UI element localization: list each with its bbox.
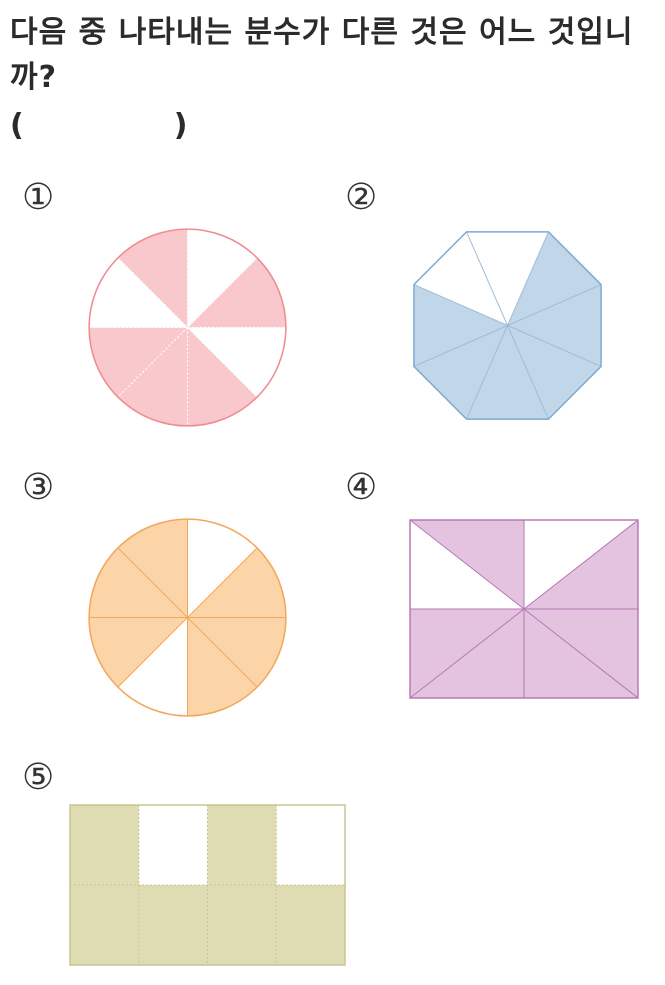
- choice-3-piece-5: [187, 617, 258, 716]
- choice-3-figure[interactable]: [85, 515, 290, 720]
- choice-2-piece-6: [413, 325, 508, 420]
- choice-2-piece-4: [507, 325, 602, 420]
- answer-blank[interactable]: (): [10, 108, 187, 143]
- choice-1-piece-2: [89, 257, 188, 328]
- choice-5-figure[interactable]: [69, 804, 346, 966]
- choice-2-label: ②: [345, 177, 378, 218]
- choice-3-piece-4: [117, 617, 188, 716]
- choice-1-piece-8: [187, 229, 258, 328]
- choice-3-piece-6: [187, 617, 286, 688]
- choice-1-piece-6: [187, 327, 286, 398]
- choice-1-piece-3: [89, 327, 188, 398]
- choice-1-label: ①: [22, 177, 55, 218]
- choice-2-piece-1: [466, 231, 549, 326]
- answer-close-paren: ): [173, 108, 188, 143]
- choice-2-figure[interactable]: [410, 228, 605, 423]
- choice-3-piece-8: [187, 519, 258, 618]
- choice-4-shape: [409, 519, 639, 699]
- choice-2-piece-5: [466, 325, 549, 420]
- choice-4-figure[interactable]: [409, 519, 639, 699]
- choice-2-piece-7: [413, 284, 508, 367]
- choice-2-piece-8: [413, 231, 508, 326]
- choice-5-blank-cell-1: [138, 805, 208, 885]
- choice-3-piece-1: [117, 519, 188, 618]
- choice-5-shape: [69, 804, 346, 966]
- choice-2-shape: [413, 231, 602, 420]
- choice-3-piece-2: [89, 547, 188, 618]
- choice-5-label: ⑤: [22, 757, 55, 798]
- choice-3-shape: [88, 518, 287, 717]
- answer-open-paren: (: [10, 108, 24, 143]
- choice-2-piece-2: [507, 231, 602, 326]
- choice-1-piece-5: [187, 327, 258, 426]
- choice-1-piece-7: [187, 257, 286, 328]
- question-text: 다음 중 나타내는 분수가 다른 것은 어느 것입니까?: [10, 15, 634, 95]
- choice-1-piece-4: [117, 327, 188, 426]
- choice-1-shape: [88, 228, 287, 427]
- choice-3-piece-7: [187, 547, 286, 618]
- choice-4-label: ④: [345, 467, 378, 508]
- choice-1-figure[interactable]: [85, 225, 290, 430]
- choice-2-piece-3: [507, 284, 602, 367]
- choice-5-blank-cell-2: [276, 805, 345, 885]
- choice-3-label: ③: [22, 467, 55, 508]
- choice-1-piece-1: [117, 229, 188, 328]
- choice-3-piece-3: [89, 617, 188, 688]
